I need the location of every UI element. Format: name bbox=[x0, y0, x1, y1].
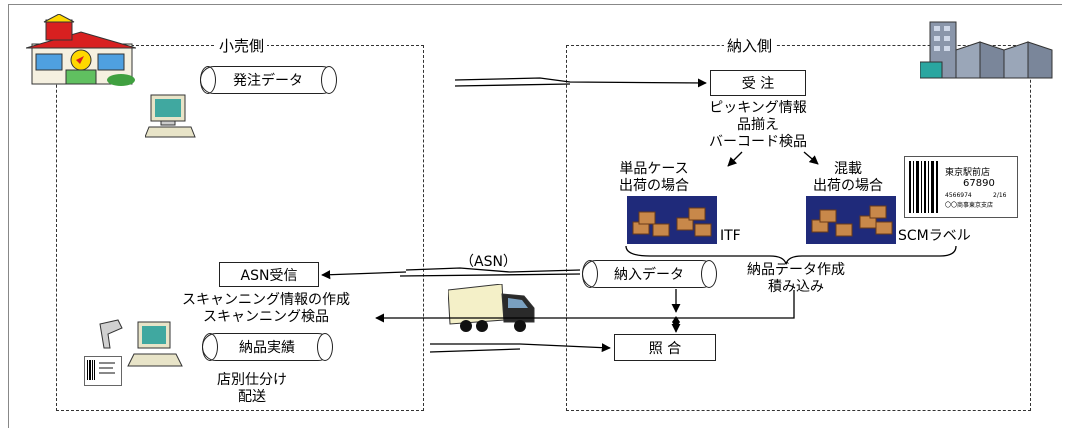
diagram-frame bbox=[8, 4, 1062, 428]
branch-arrow-left bbox=[727, 151, 743, 167]
single-case-line-1: 単品ケース bbox=[619, 161, 689, 177]
order-receive-box: 受 注 bbox=[710, 70, 806, 96]
picking-text: ピッキング情報 品揃え バーコード検品 bbox=[676, 100, 840, 151]
itf-label: ITF bbox=[720, 228, 741, 244]
branch-arrow-right bbox=[803, 151, 819, 165]
mixed-boxes-image bbox=[806, 196, 896, 244]
asn-flow-arrow bbox=[405, 267, 581, 273]
order-receive-label: 受 注 bbox=[741, 76, 775, 92]
store-building-icon bbox=[25, 13, 137, 86]
delivery-record-label: 納品実績 bbox=[239, 340, 295, 356]
single-case-text: 単品ケース 出荷の場合 bbox=[598, 161, 710, 195]
mixed-line-1: 混載 bbox=[834, 161, 862, 177]
label-company: 〇〇商事東京支店 bbox=[945, 202, 994, 209]
delivery-data-cylinder: 納入データ bbox=[581, 259, 717, 288]
label-store: 東京駅前店 bbox=[945, 168, 991, 178]
warehouse-building-icon bbox=[919, 20, 1055, 80]
diamond-marker bbox=[672, 316, 680, 328]
scanner-computer-icon bbox=[96, 318, 186, 370]
delivery-data-label: 納入データ bbox=[614, 267, 684, 283]
label-small-2: 2/16 bbox=[993, 192, 1007, 199]
supplier-lane bbox=[566, 45, 1031, 411]
asn-receive-box: ASN受信 bbox=[219, 262, 319, 287]
asn-flow-label: （ASN） bbox=[460, 254, 517, 270]
scm-label-card: 東京駅前店 67890 4566974 2/16 〇〇商事東京支店 bbox=[904, 156, 1018, 218]
supplier-lane-title: 納入側 bbox=[724, 35, 776, 56]
asn-receive-label: ASN受信 bbox=[240, 267, 298, 284]
create-data-line-2: 積み込み bbox=[768, 279, 824, 295]
computer-icon bbox=[144, 93, 197, 139]
picking-line-2: 品揃え bbox=[737, 117, 779, 133]
create-delivery-data-text: 納品データ作成 積み込み bbox=[726, 262, 866, 296]
scanning-text: スキャンニング情報の作成 スキャンニング検品 bbox=[160, 292, 372, 326]
delivery-truck-icon bbox=[447, 283, 536, 334]
match-label: 照 合 bbox=[648, 340, 682, 357]
mixed-shipment-text: 混載 出荷の場合 bbox=[792, 161, 904, 195]
create-data-line-1: 納品データ作成 bbox=[747, 262, 845, 278]
scanning-line-2: スキャンニング検品 bbox=[203, 309, 329, 325]
single-case-boxes-image bbox=[627, 196, 717, 244]
picking-line-3: バーコード検品 bbox=[709, 134, 807, 150]
single-case-line-2: 出荷の場合 bbox=[619, 178, 689, 194]
picking-line-1: ピッキング情報 bbox=[709, 100, 807, 116]
collect-brace bbox=[625, 245, 957, 265]
scanning-line-1: スキャンニング情報の作成 bbox=[182, 292, 350, 308]
small-shipping-label-icon bbox=[84, 356, 122, 386]
scanning-flow-arrow bbox=[375, 290, 795, 323]
scm-label-text: SCMラベル bbox=[898, 228, 971, 244]
retail-lane-title: 小売側 bbox=[216, 35, 268, 56]
order-flow-arrow bbox=[454, 77, 707, 88]
record-match-arrow bbox=[430, 343, 611, 353]
mixed-line-2: 出荷の場合 bbox=[813, 178, 883, 194]
store-sort-line-2: 配送 bbox=[238, 389, 266, 405]
label-code: 67890 bbox=[963, 178, 995, 189]
store-sort-text: 店別仕分け 配送 bbox=[204, 372, 300, 406]
barcode-icon bbox=[909, 161, 938, 213]
delivery-record-cylinder: 納品実績 bbox=[201, 332, 333, 361]
store-sort-line-1: 店別仕分け bbox=[217, 372, 287, 388]
label-small-1: 4566974 bbox=[945, 192, 972, 199]
match-box: 照 合 bbox=[614, 334, 716, 361]
order-data-label: 発注データ bbox=[233, 73, 303, 89]
order-data-cylinder: 発注データ bbox=[199, 65, 337, 94]
